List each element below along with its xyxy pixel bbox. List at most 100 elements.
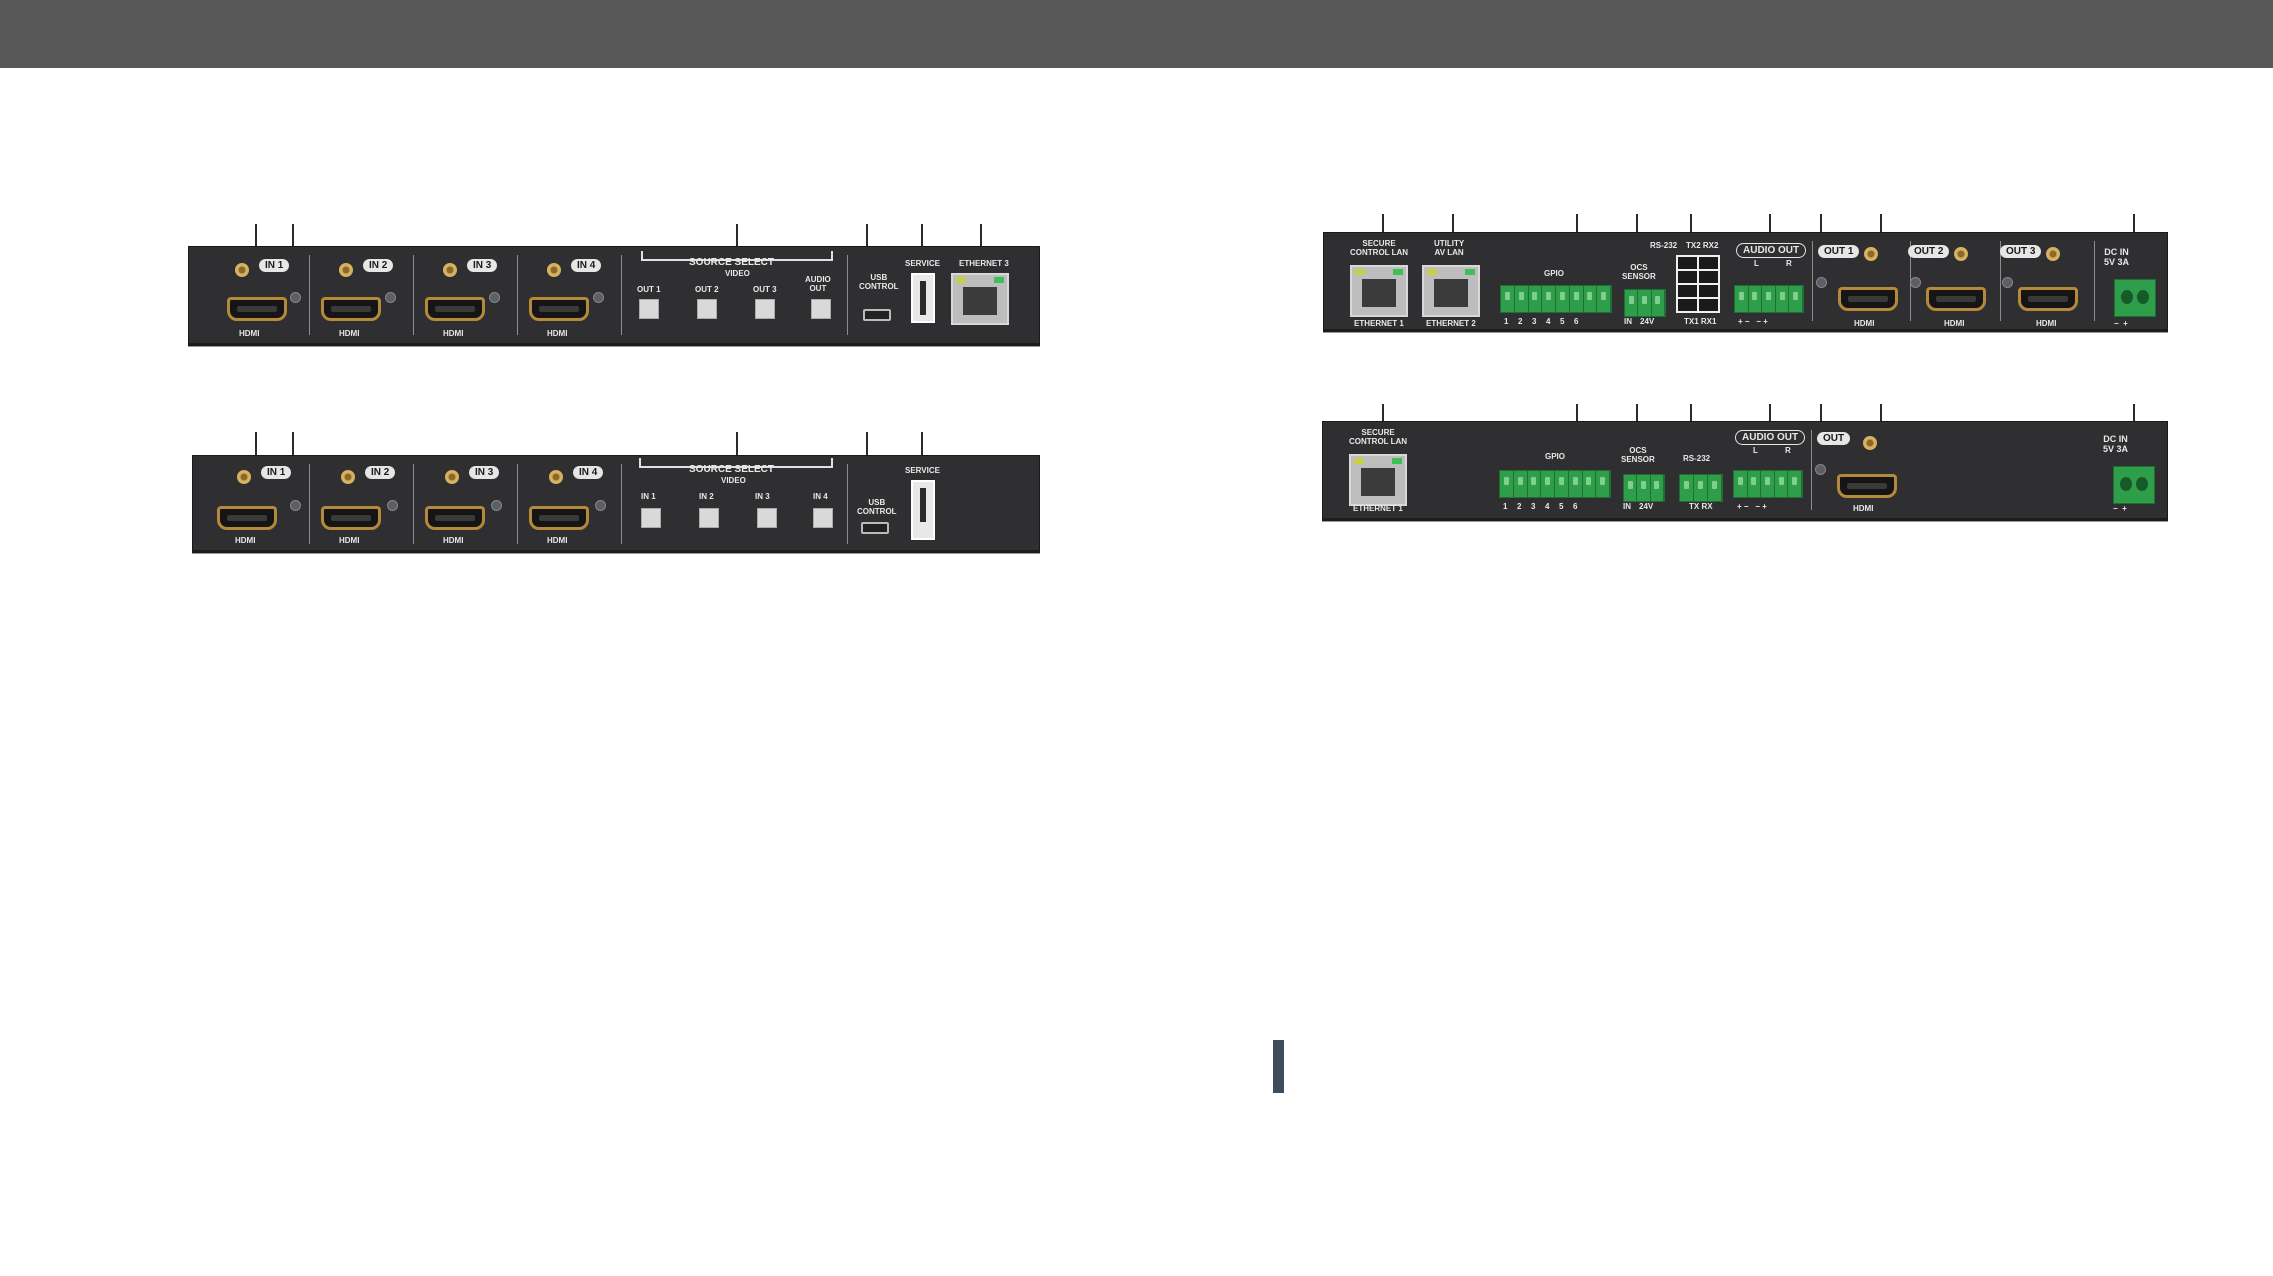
audio-right-label: R: [1785, 446, 1791, 455]
screw-icon: [445, 470, 459, 484]
audio-terminal: [1733, 470, 1803, 498]
out2-button[interactable]: [697, 299, 717, 319]
screw-icon: [547, 263, 561, 277]
divider: [847, 255, 848, 335]
out3-button[interactable]: [755, 299, 775, 319]
hdmi-port: [425, 297, 485, 321]
input-label: IN 1: [261, 466, 292, 479]
usb-control-label: USB CONTROL: [859, 273, 899, 291]
input-label: IN 4: [573, 466, 604, 479]
hdmi-label: HDMI: [1944, 319, 1965, 328]
led-indicator: [489, 292, 500, 303]
led-indicator: [290, 500, 301, 511]
screw-icon: [1864, 247, 1878, 261]
source-select-title: SOURCE SELECT: [689, 464, 775, 475]
callout-line: [980, 224, 982, 266]
divider: [413, 255, 414, 335]
dc-power-connector: [2114, 279, 2156, 317]
hdmi-label: HDMI: [1854, 319, 1875, 328]
service-label: SERVICE: [905, 466, 940, 475]
ethernet1-label: ETHERNET 1: [1354, 319, 1404, 328]
divider: [2094, 241, 2095, 321]
rs232-pin-labels: TX RX: [1689, 502, 1713, 511]
led-indicator: [491, 500, 502, 511]
button-label: IN 2: [699, 492, 714, 501]
hdmi-label: HDMI: [547, 536, 568, 545]
divider: [413, 464, 414, 544]
output-label: OUT 3: [2000, 245, 2042, 258]
usb-mini-port: [863, 309, 891, 321]
header-bar: [0, 0, 2273, 68]
output-label: OUT 2: [1908, 245, 1950, 258]
input-label: IN 1: [259, 259, 290, 272]
in1-button[interactable]: [641, 508, 661, 528]
usb-service-port: [911, 273, 935, 323]
hdmi-label: HDMI: [443, 329, 464, 338]
led-indicator: [593, 292, 604, 303]
gpio-label: GPIO: [1544, 269, 1565, 278]
audio-out-label: AUDIO OUT: [1735, 430, 1806, 445]
audio-left-label: L: [1753, 446, 1758, 455]
gpio-pin: 1: [1503, 502, 1508, 511]
lan2-label: UTILITY AV LAN: [1434, 239, 1465, 257]
screw-icon: [339, 263, 353, 277]
ethernet1-label: ETHERNET 1: [1353, 504, 1403, 513]
in4-button[interactable]: [813, 508, 833, 528]
screw-icon: [443, 263, 457, 277]
gpio-terminal: [1500, 285, 1612, 313]
led-indicator: [387, 500, 398, 511]
out1-button[interactable]: [639, 299, 659, 319]
hdmi-port: [321, 297, 381, 321]
gpio-pin: 6: [1574, 317, 1579, 326]
hdmi-port: [1837, 474, 1897, 498]
output-label: OUT: [1817, 432, 1851, 445]
led-indicator: [1910, 277, 1921, 288]
hdmi-port: [321, 506, 381, 530]
gpio-pin: 5: [1560, 317, 1565, 326]
audio-terminal: [1734, 285, 1804, 313]
ethernet-port: [951, 273, 1009, 325]
divider: [517, 255, 518, 335]
in3-button[interactable]: [757, 508, 777, 528]
ocs-sensor-label: OCS SENSOR: [1622, 263, 1656, 281]
gpio-pin: 5: [1559, 502, 1564, 511]
gpio-pin: 6: [1573, 502, 1578, 511]
hdmi-label: HDMI: [547, 329, 568, 338]
button-label: IN 4: [813, 492, 828, 501]
callout-line: [1452, 214, 1454, 244]
dc-in-label: DC IN 5V 3A: [2103, 434, 2129, 454]
ethernet1-port: [1349, 454, 1407, 506]
in2-button[interactable]: [699, 508, 719, 528]
divider: [621, 464, 622, 544]
audio-out-button[interactable]: [811, 299, 831, 319]
button-label: IN 1: [641, 492, 656, 501]
callout-line: [736, 224, 738, 248]
screw-icon: [341, 470, 355, 484]
hdmi-port: [1926, 287, 1986, 311]
ocs-in-label: IN: [1624, 317, 1632, 326]
rs232-terminal: [1679, 474, 1723, 502]
lan1-label: SECURE CONTROL LAN: [1349, 428, 1408, 446]
hdmi-label: HDMI: [235, 536, 256, 545]
ethernet-label: ETHERNET 3: [959, 259, 1009, 268]
rs232-label: RS-232: [1650, 241, 1678, 250]
hdmi-port: [2018, 287, 2078, 311]
ethernet2-port: [1422, 265, 1480, 317]
note-marker: [1273, 1040, 1284, 1093]
led-indicator: [290, 292, 301, 303]
device-c-rear-panel: SECURE CONTROL LAN ETHERNET 1 UTILITY AV…: [1323, 232, 2168, 332]
screw-icon: [235, 263, 249, 277]
ocs-voltage-label: 24V: [1639, 502, 1654, 511]
led-indicator: [385, 292, 396, 303]
gpio-pin: 4: [1546, 317, 1551, 326]
gpio-pin: 3: [1531, 502, 1536, 511]
callout-line: [736, 432, 738, 460]
audio-out-label: AUDIO OUT: [1736, 243, 1807, 258]
audio-out-label: AUDIO OUT: [805, 275, 831, 293]
ocs-terminal: [1623, 474, 1665, 502]
rs232-bottom-label: TX1 RX1: [1684, 317, 1717, 326]
gpio-pin: 2: [1517, 502, 1522, 511]
callout-line: [921, 432, 923, 472]
hdmi-label: HDMI: [239, 329, 260, 338]
screw-icon: [549, 470, 563, 484]
